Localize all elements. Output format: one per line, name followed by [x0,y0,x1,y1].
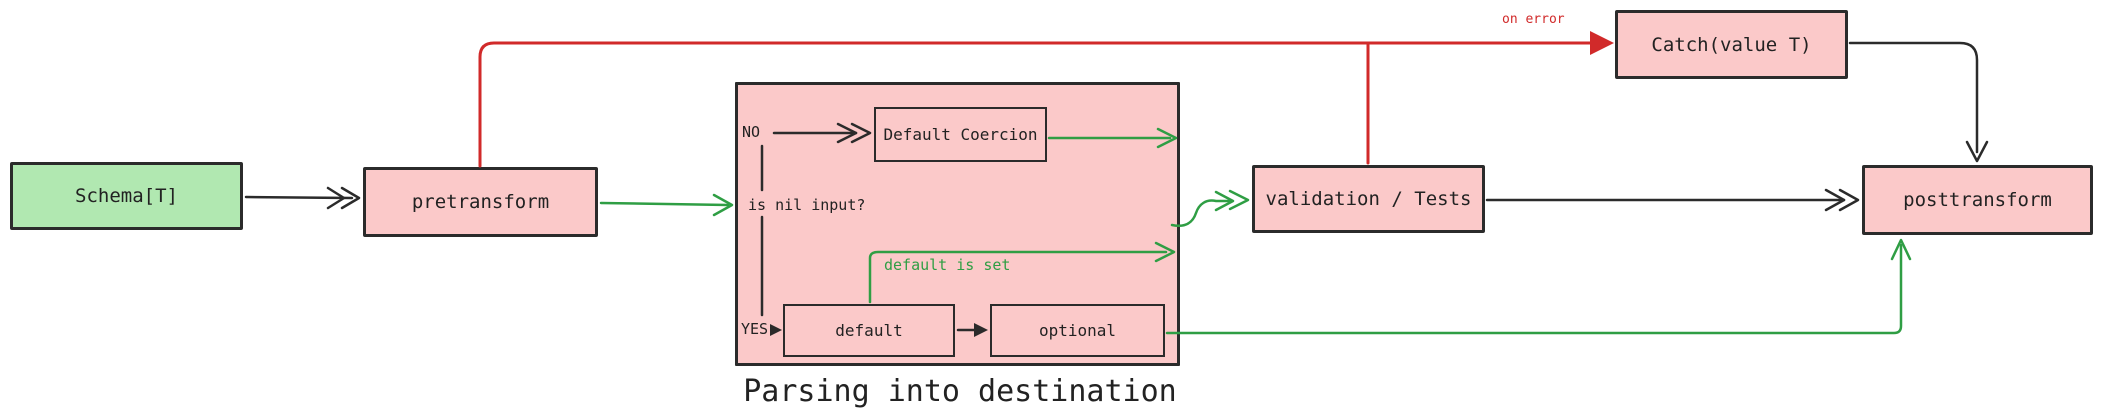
node-default-coercion-label: Default Coercion [883,125,1038,144]
node-default-coercion: Default Coercion [874,107,1047,162]
node-posttransform: posttransform [1862,165,2093,235]
label-no: NO [742,123,761,141]
label-yes: YES [741,320,769,338]
node-optional-label: optional [1038,321,1117,340]
node-posttransform-label: posttransform [1903,189,2052,211]
node-catch-label: Catch(value T) [1651,33,1812,56]
edge-schema-to-pretransform-arrow [244,186,361,210]
node-optional: optional [990,304,1165,357]
edge-catch-to-posttransform-arrow [1848,41,1989,163]
label-default-is-set: default is set [884,256,1011,274]
label-is-nil-input: is nil input? [748,196,866,214]
edge-optional-to-posttransform-arrow [1165,238,1912,335]
node-schema: Schema[T] [10,162,243,230]
edge-validation-to-posttransform-arrow [1485,188,1860,212]
node-validation: validation / Tests [1252,165,1485,233]
diagram-caption: Parsing into destination [743,374,1177,409]
node-default-label: default [835,321,903,340]
label-on-error: on error [1502,12,1565,27]
node-schema-label: Schema[T] [75,185,178,207]
edge-parsing-to-validation-squiggle-arrow [1170,189,1250,227]
node-catch: Catch(value T) [1615,10,1848,79]
node-validation-label: validation / Tests [1265,188,1472,210]
node-pretransform-label: pretransform [411,191,550,213]
node-pretransform: pretransform [363,167,598,237]
edge-pretransform-to-parsing-arrow [599,193,734,217]
node-default: default [783,304,955,357]
